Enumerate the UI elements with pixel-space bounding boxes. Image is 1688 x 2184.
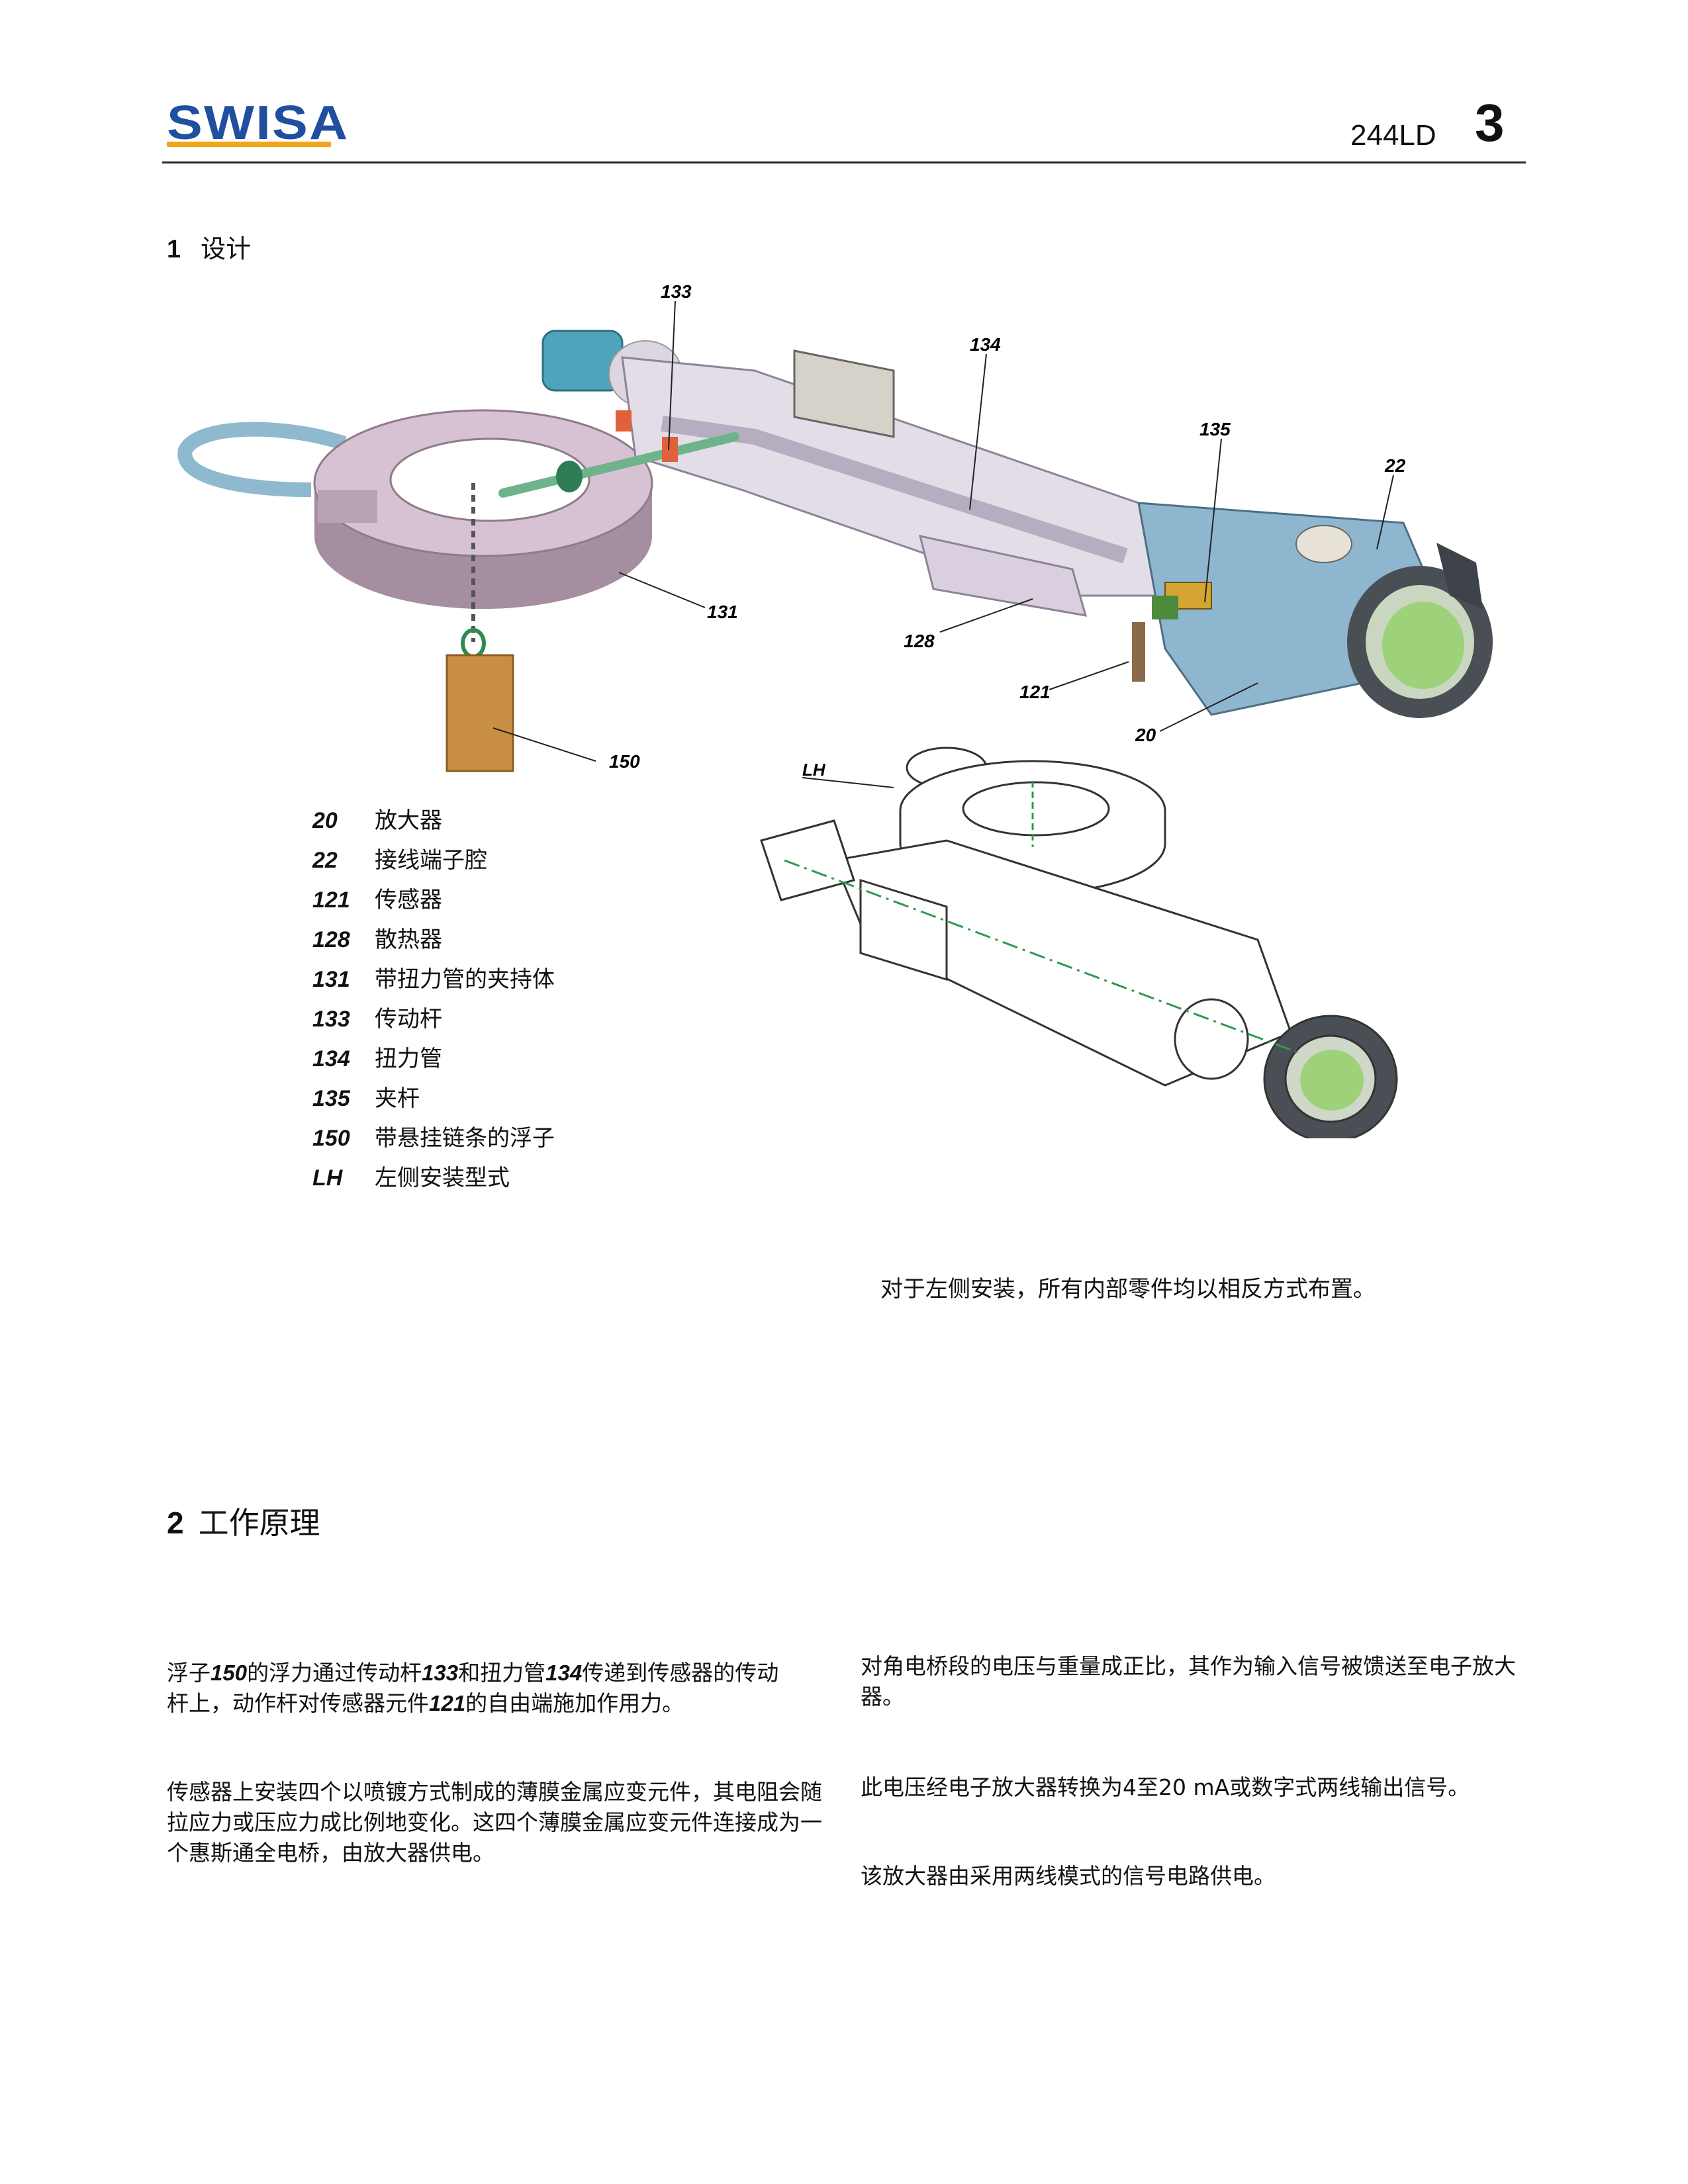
legend-item-label: 夹杆 [375, 1085, 420, 1112]
drive-rod [498, 432, 739, 498]
legend-item-label: 带扭力管的夹持体 [375, 966, 555, 993]
legend-item-number: 131 [312, 967, 350, 992]
section-1-heading: 1 设计 [167, 228, 251, 265]
callout-128: 128 [904, 631, 935, 651]
legend-item-label: 带悬挂链条的浮子 [375, 1125, 555, 1152]
text-run: 和扭力管 [458, 1660, 546, 1686]
callout-20: 20 [1135, 725, 1156, 745]
text-run: 的自由端施加作用力。 [465, 1690, 684, 1716]
legend-item-number: 121 [312, 887, 350, 913]
callout-150: 150 [609, 751, 640, 772]
legend-item-label: 扭力管 [375, 1046, 442, 1072]
clamp-ring-body [313, 409, 653, 609]
part-number-ref: 134 [545, 1661, 583, 1685]
lh-mounting-note: 对于左侧安装，所有内部零件均以相反方式布置。 [880, 1276, 1376, 1302]
legend-item-label: 传感器 [375, 887, 442, 913]
legend-item-number: 22 [312, 848, 338, 873]
section-2-heading: 2 工作原理 [167, 1499, 320, 1543]
header-divider [162, 161, 1526, 163]
text-run: 传递到传感器的传动 [582, 1660, 779, 1686]
mounting-bracket [793, 349, 895, 438]
callout-134: 134 [970, 334, 1001, 355]
legend-item: 133 传动杆 [312, 999, 555, 1039]
legend-item-label: 散热器 [375, 927, 442, 953]
left-hand-mount-figure: LH [760, 747, 1398, 1138]
callout-lh: LH [802, 760, 826, 780]
document-id: 244LD [1350, 119, 1436, 152]
right-paragraph-2: 此电压经电子放大器转换为4至20 mA或数字式两线输出信号。 [861, 1774, 1470, 1800]
float-body [445, 654, 514, 772]
section-2-number: 2 [167, 1506, 184, 1540]
callout-131: 131 [707, 602, 738, 622]
legend-item-number: 150 [312, 1126, 350, 1151]
transmitter-housing [1137, 502, 1493, 718]
legend-item-number: 128 [312, 927, 350, 952]
part-number-ref: 150 [211, 1661, 248, 1685]
legend-item: 22 接线端子腔 [312, 841, 555, 880]
section-1-title: 设计 [201, 234, 252, 263]
section-2-title: 工作原理 [198, 1505, 320, 1541]
torque-tube-housing [621, 356, 1193, 597]
logo-underline [167, 142, 331, 147]
callout-22: 22 [1384, 455, 1406, 476]
legend-item: 135 夹杆 [312, 1079, 555, 1118]
lh-window [1300, 1050, 1364, 1111]
legend-item: 150 带悬挂链条的浮子 [312, 1118, 555, 1158]
callout-133: 133 [661, 281, 692, 302]
left-paragraph-2: 传感器上安装四个以喷镀方式制成的薄膜金属应变元件，其电阻会随拉应力或压应力成比例… [167, 1779, 822, 1866]
legend-item-label: 接线端子腔 [375, 847, 487, 874]
page-number: 3 [1475, 93, 1505, 152]
part-number-ref: 121 [429, 1691, 466, 1715]
legend-item-number: 20 [312, 808, 338, 833]
lh-axis-line [784, 859, 1298, 1054]
legend-item-label: 传动杆 [375, 1006, 442, 1032]
legend-item: 128 散热器 [312, 920, 555, 960]
right-paragraph-1: 对角电桥段的电压与重量成正比，其作为输入信号被馈送至电子放大器。 [861, 1653, 1516, 1709]
legend-item-number: 133 [312, 1007, 350, 1032]
lh-bracket [859, 878, 948, 981]
handle-loop [177, 422, 347, 497]
legend-item-number: 135 [312, 1086, 350, 1111]
legend-item: 134 扭力管 [312, 1039, 555, 1079]
legend-item-label: 放大器 [375, 807, 442, 834]
legend-item: LH 左侧安装型式 [312, 1158, 555, 1198]
legend-item: 20 放大器 [312, 801, 555, 841]
text-run: 的浮力通过传动杆 [247, 1660, 422, 1686]
lh-connector [760, 819, 855, 901]
text-run: 浮子 [167, 1660, 211, 1686]
callout-135: 135 [1199, 419, 1231, 439]
company-logo: SWISA [167, 97, 350, 150]
right-paragraph-3: 该放大器由采用两线模式的信号电路供电。 [861, 1863, 1276, 1889]
legend-item: 121 传感器 [312, 880, 555, 920]
exploded-assembly-figure: 133 134 135 22 131 128 121 20 150 [177, 281, 1493, 772]
legend-item-label: 左侧安装型式 [375, 1165, 510, 1191]
section-1-number: 1 [167, 236, 181, 263]
legend-item-number: 134 [312, 1046, 350, 1071]
legend-item: 131 带扭力管的夹持体 [312, 960, 555, 999]
text-run: 杆上，动作杆对传感器元件 [167, 1690, 429, 1716]
left-paragraph-1: 浮子150的浮力通过传动杆133和扭力管134传递到传感器的传动杆上，动作杆对传… [167, 1658, 835, 1719]
heat-sink [918, 535, 1088, 617]
part-number-ref: 133 [422, 1661, 459, 1685]
legend-item-number: LH [312, 1165, 343, 1191]
callout-121: 121 [1019, 682, 1051, 702]
